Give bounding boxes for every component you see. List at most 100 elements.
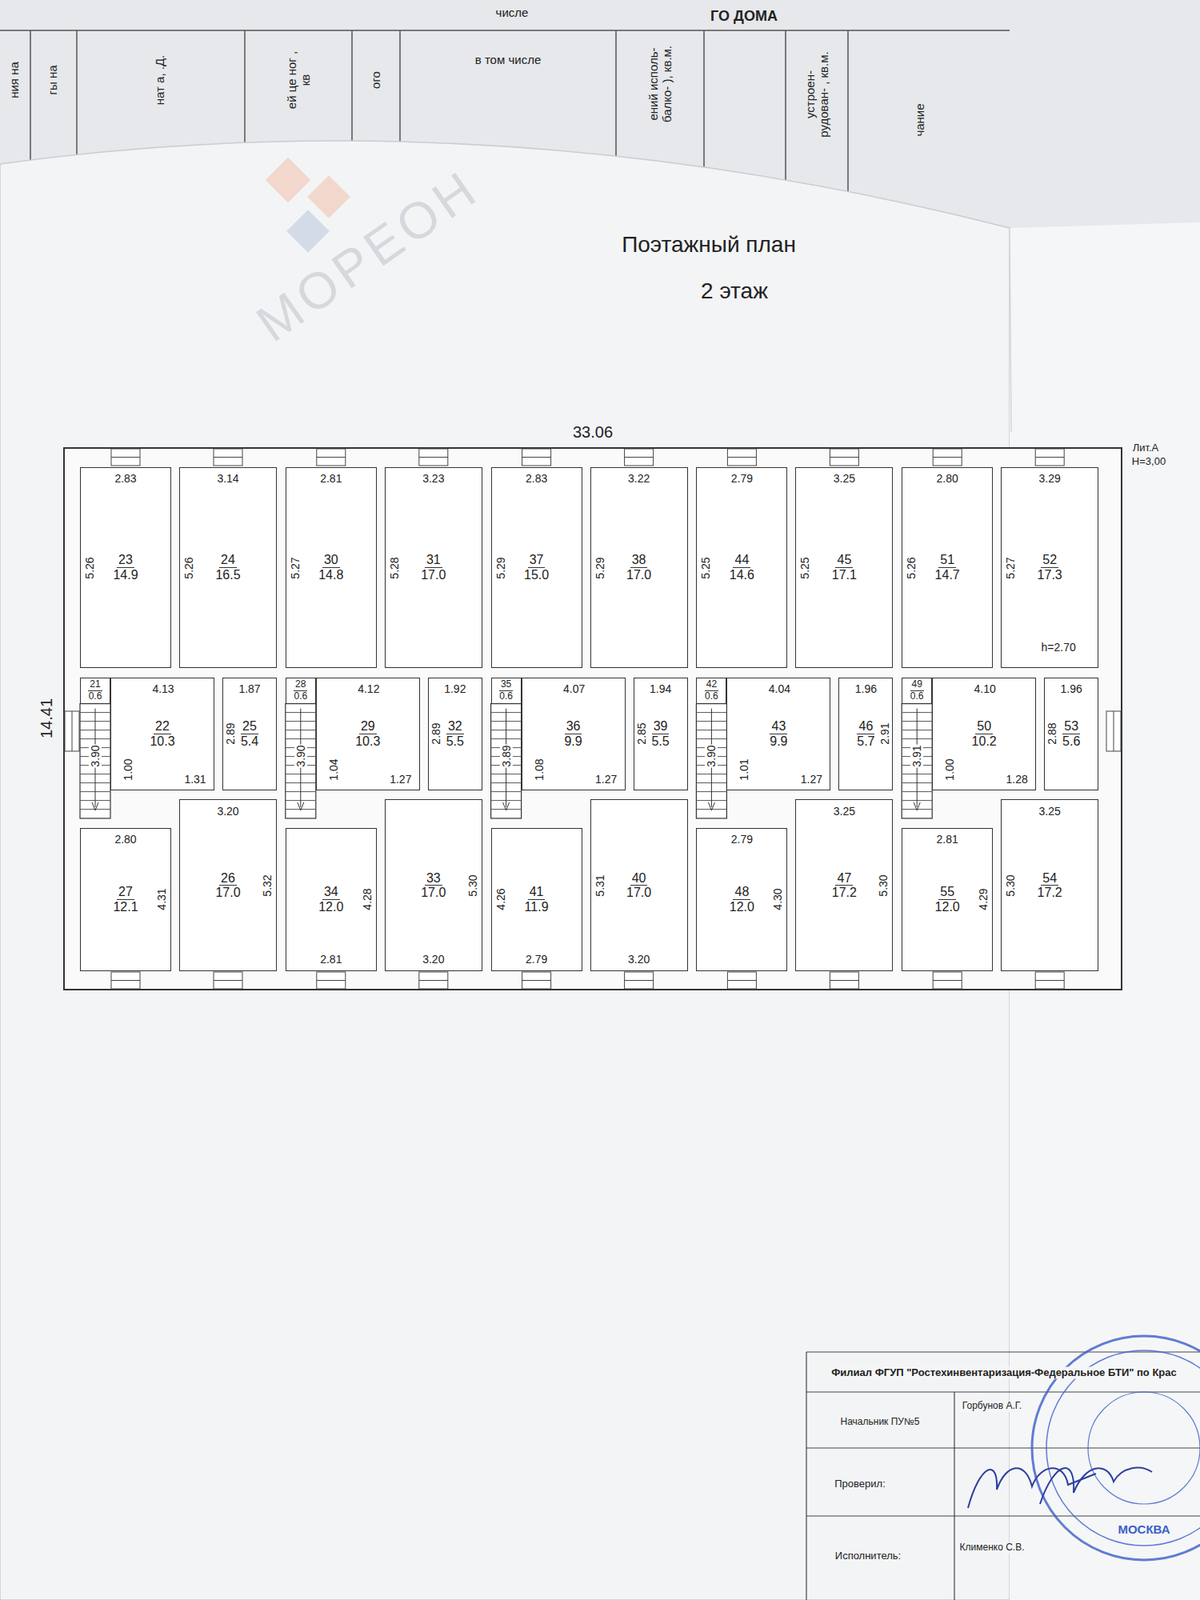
dimension: 4.31 [155,887,168,911]
room-number: 37 [528,552,546,568]
room-number: 23 [116,552,135,568]
room-area: 0.6 [908,691,926,702]
dimension: 2.79 [524,952,548,966]
room-number: 44 [732,552,751,568]
dimension: 5.28 [388,556,401,580]
window-glass [829,980,859,981]
room-area: 0.6 [703,691,720,702]
dimension: 5.30 [1004,873,1017,897]
window [316,448,346,466]
room-area: 17.0 [419,885,448,900]
room-area: 17.1 [830,568,859,583]
table-header-text: ния на [7,61,21,99]
dimension: 2.80 [113,832,137,846]
dimension: 4.07 [562,682,586,696]
table-header-text: нат а, .Д. [152,52,167,108]
main-paper [0,140,1010,1600]
room-area: 10.3 [148,734,176,749]
window [522,448,552,466]
room-area: 16.5 [213,568,242,583]
room-number: 25 [240,719,259,735]
dimension: 1.00 [121,757,135,781]
dimension: 2.85 [635,722,648,746]
window [624,972,654,989]
room-area: 12.0 [933,900,962,915]
room-area: 5.4 [239,734,260,749]
window [932,448,962,466]
dimension: 4.13 [151,682,175,696]
room: 280.6 [285,677,316,704]
dimension: 3.22 [627,472,651,485]
dimension: 5.32 [260,873,274,897]
stair-outline [285,704,316,819]
room-area: 9.9 [562,734,584,749]
dimension: 4.29 [976,887,990,911]
dimension: 4.12 [356,682,380,696]
stair-outline [80,704,111,819]
room-area: 10.3 [353,734,382,749]
room-area: 17.0 [624,568,653,583]
table-header-text: числе [496,5,529,20]
plan-title: Поэтажный план [621,232,796,258]
dimension: 1.96 [854,682,878,696]
room-number: 41 [528,884,546,900]
dimension: 1.28 [1005,772,1029,786]
room-number: 50 [975,719,993,735]
window [213,972,243,989]
dimension: 5.25 [699,556,712,580]
window-glass [1035,456,1064,458]
room: 420.6 [696,677,727,704]
room: 350.6 [491,677,522,704]
stamp-text: Клименко С.В. [957,1542,1028,1554]
dimension: 5.29 [593,556,607,580]
room-area: 12.0 [728,900,756,915]
room-area: 9.9 [768,734,789,749]
dimension: 5.26 [83,556,96,580]
room-number: 47 [835,871,853,887]
dimension: 2.91 [878,722,892,746]
window [727,448,756,466]
table-header-text: ей це ног , кв [284,44,313,116]
window-glass [932,456,962,458]
room-number: 42 [704,679,719,691]
window [624,448,654,466]
dimension: 5.25 [798,556,812,580]
dimension: h=2.70 [1040,640,1077,654]
dimension: 2.89 [429,722,443,746]
dimension: 5.29 [494,556,508,580]
room-area: 17.0 [624,885,653,900]
dimension: 2.81 [319,952,343,966]
room-number: 35 [499,679,513,691]
room-number: 52 [1040,552,1059,568]
dimension: 2.89 [224,722,237,746]
stair-arrow-head [913,802,920,811]
room-area: 17.2 [1036,885,1064,900]
room-number: 26 [219,871,237,887]
dimension: 4.04 [768,682,792,696]
dimension: 4.28 [360,887,374,911]
ceiling-height: Н=3,00 [1132,456,1166,468]
dimension: 4.10 [973,682,997,696]
dimension: 3.20 [216,804,240,818]
window-glass [72,711,73,752]
room-area: 5.6 [1060,734,1082,749]
room-number: 27 [116,884,135,900]
window-glass [111,980,140,981]
stamp-text: Исполнитель: [835,1550,901,1563]
building-outline [64,448,1122,990]
window-glass [213,456,243,458]
dimension: 5.31 [593,873,607,897]
dimension: 3.20 [421,952,445,966]
dimension: 3.25 [832,804,856,818]
room-number: 29 [359,719,377,735]
room-area: 17.2 [830,885,859,900]
room-number: 28 [293,679,308,691]
dimension: 3.25 [1038,804,1062,818]
room-number: 51 [938,552,956,568]
overall-dimension: 33.06 [572,423,613,442]
room-number: 48 [732,884,751,900]
stair-outline [491,704,522,819]
room-number: 46 [856,719,875,735]
dimension: 2.81 [936,832,960,846]
